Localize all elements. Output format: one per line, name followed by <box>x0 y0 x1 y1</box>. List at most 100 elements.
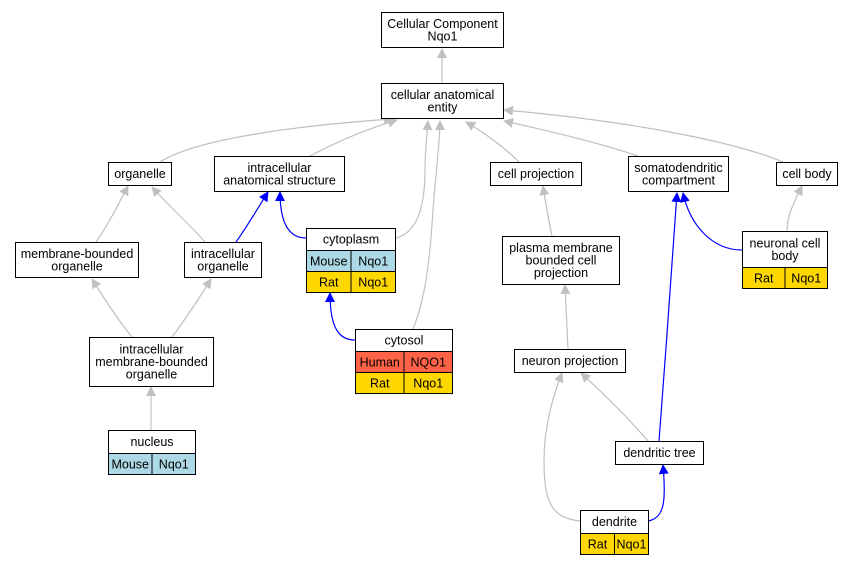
node-label: organelle <box>126 368 177 382</box>
edge-io-organelle <box>151 186 206 243</box>
species-label: Mouse <box>310 255 348 269</box>
gene-label: Nqo1 <box>159 458 189 472</box>
node-label: organelle <box>114 167 165 181</box>
node-label: somatodendritic <box>634 161 722 175</box>
node-box <box>490 162 582 186</box>
gene-cell <box>350 271 396 293</box>
node-label: entity <box>428 100 459 114</box>
gene-label: Nqo1 <box>358 276 388 290</box>
node-label: intracellular <box>248 161 312 175</box>
edge-dtree-somato <box>658 192 682 442</box>
edge-dtree-nproj <box>580 372 649 442</box>
node-label: dendrite <box>592 515 637 529</box>
species-label: Human <box>360 356 400 370</box>
edge-layer <box>91 48 803 522</box>
node-box <box>108 162 172 186</box>
node-box <box>89 337 214 387</box>
node-label: organelle <box>51 259 102 273</box>
edge-cellproj-cae <box>465 121 520 163</box>
edge-imbo-io <box>171 278 212 338</box>
node-label: projection <box>534 266 588 280</box>
node-label: Nqo1 <box>428 29 458 43</box>
node-label: membrane-bounded <box>95 355 208 369</box>
node-organelle[interactable]: organelle <box>108 162 172 186</box>
species-label: Rat <box>319 276 339 290</box>
edge-organelle-cae <box>159 114 394 163</box>
node-label: dendritic tree <box>623 446 695 460</box>
node-label: Cellular Component <box>387 17 498 31</box>
node-label: cell projection <box>498 167 574 181</box>
node-box <box>615 441 704 465</box>
gene-label: NQO1 <box>411 356 446 370</box>
species-label: Rat <box>588 538 608 552</box>
gene-cell <box>614 533 649 555</box>
node-label: plasma membrane <box>509 241 613 255</box>
node-label: compartment <box>642 173 715 187</box>
node-label: membrane-bounded <box>21 247 134 261</box>
node-box <box>184 242 262 278</box>
species-label: Rat <box>370 377 390 391</box>
species-label: Mouse <box>111 458 149 472</box>
edge-cytosol-cae <box>412 120 445 330</box>
edge-io-ias <box>235 191 269 243</box>
node-label: organelle <box>197 259 248 273</box>
edge-imbo-mbo <box>91 278 133 338</box>
node-label: body <box>771 249 799 263</box>
species-label: Rat <box>754 272 774 286</box>
node-label: neuronal cell <box>750 236 821 250</box>
node-dtree[interactable]: dendritic tree <box>615 441 704 465</box>
edge-cytoplasm-ias <box>275 191 307 239</box>
node-label: intracellular <box>191 247 255 261</box>
edge-cellbody-cae <box>503 105 784 163</box>
node-box <box>514 349 626 373</box>
node-box <box>381 12 504 48</box>
gene-label: Nqo1 <box>413 377 443 391</box>
node-box <box>628 156 729 192</box>
edge-cytoplasm-cae <box>395 120 433 239</box>
gene-cell <box>403 372 453 394</box>
node-box <box>742 231 828 268</box>
edge-ias-cae <box>309 117 398 157</box>
gene-cell <box>784 267 828 289</box>
gene-cell <box>151 453 196 475</box>
gene-label: Nqo1 <box>358 255 388 269</box>
node-label: intracellular <box>120 343 184 357</box>
gene-label: Nqo1 <box>617 538 647 552</box>
edge-pmbcp-cellproj <box>539 185 553 237</box>
node-label: nucleus <box>130 435 173 449</box>
edge-dendrite-nproj <box>543 372 581 522</box>
node-box <box>15 242 139 278</box>
node-box <box>381 83 504 119</box>
edge-ncb-cellbody <box>786 185 803 232</box>
edge-dendrite-dtree <box>647 464 669 522</box>
node-box <box>776 162 838 186</box>
node-cellproj[interactable]: cell projection <box>490 162 582 186</box>
node-label: cytosol <box>385 334 424 348</box>
edge-somato-cae <box>503 118 639 157</box>
node-label: neuron projection <box>522 354 619 368</box>
node-nproj[interactable]: neuron projection <box>514 349 626 373</box>
node-box <box>502 236 620 285</box>
edge-ncb-somato <box>680 192 743 251</box>
edge-mbo-organelle <box>95 185 129 243</box>
node-cellbody[interactable]: cell body <box>776 162 838 186</box>
node-label: cytoplasm <box>323 233 379 247</box>
gene-label: Nqo1 <box>791 272 821 286</box>
node-box <box>214 156 345 192</box>
node-label: anatomical structure <box>223 173 336 187</box>
